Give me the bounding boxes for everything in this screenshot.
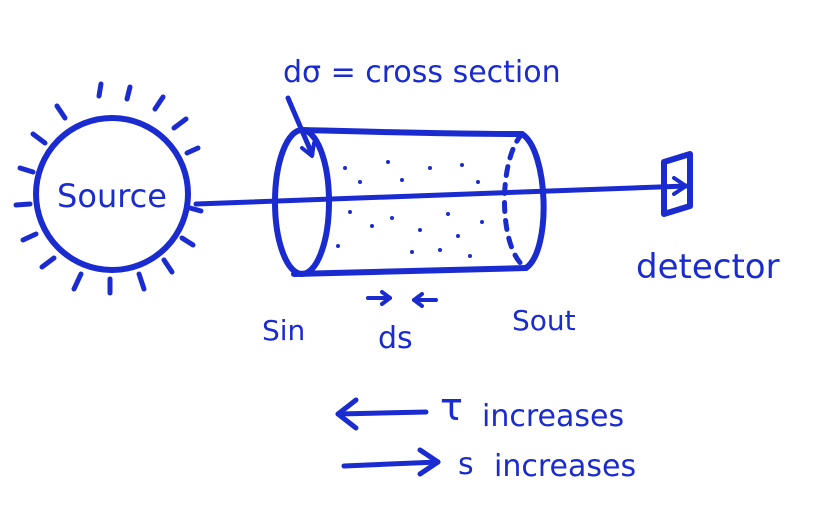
ds-right-arrowhead [412, 292, 424, 308]
cross-section-pointer [285, 95, 315, 157]
cylinder-back-face-solid [519, 131, 547, 271]
s-arrowhead [417, 447, 441, 477]
tau-increases-label: increases [482, 399, 624, 434]
cylinder-bottom-edge [291, 265, 529, 277]
particle [410, 250, 414, 254]
particle [438, 248, 442, 252]
source-ray [71, 271, 84, 292]
particle [418, 228, 422, 232]
cross-section-annotation: dσ = cross section [283, 55, 561, 158]
tau-symbol: τ [440, 385, 463, 429]
source-ray [20, 231, 39, 243]
cross-section-label: dσ = cross section [283, 55, 561, 90]
source-ray [152, 94, 166, 112]
source-circle [33, 115, 191, 273]
cross-section-pointer-head [300, 141, 316, 158]
source-ray [17, 165, 36, 175]
source-ray [30, 131, 48, 146]
s-increases-label: increases [494, 449, 636, 484]
source-ray [136, 271, 147, 292]
particle [456, 234, 460, 238]
source-ray [179, 235, 196, 248]
source-ray [161, 257, 175, 275]
cylinder-back-face-hidden [502, 131, 529, 271]
particle [446, 212, 450, 216]
detector-label: detector [636, 247, 780, 287]
source-label: Source [57, 177, 167, 215]
particle [460, 163, 464, 167]
cylinder-particles [336, 160, 484, 258]
particle [468, 254, 472, 258]
source-rays [13, 81, 204, 296]
s-arrow-line [341, 459, 441, 469]
beam-arrowhead [672, 176, 688, 196]
s-out-label: Sout [512, 304, 576, 337]
position-labels: Sin Sout ds [262, 290, 576, 356]
source-ray [171, 116, 189, 131]
detector: detector [636, 151, 780, 287]
tau-direction: τ increases [335, 385, 624, 434]
particle [358, 180, 362, 184]
source-ray [54, 103, 68, 121]
detector-box [661, 151, 693, 217]
ds-label: ds [378, 321, 413, 356]
source-ray [39, 255, 57, 270]
source-ray [13, 201, 33, 208]
source-ray [184, 145, 201, 156]
beam-line [193, 183, 689, 207]
particle [476, 180, 480, 184]
particle [428, 166, 432, 170]
s-direction: s increases [341, 447, 636, 484]
particle [390, 216, 394, 220]
tau-arrowhead [335, 397, 359, 431]
tau-arrow-line [335, 409, 429, 417]
particle [386, 160, 390, 164]
s-symbol: s [458, 447, 474, 482]
cylinder-top-edge [299, 127, 525, 137]
particle [370, 224, 374, 228]
source-ray [96, 81, 104, 99]
source-ray [124, 84, 133, 102]
beam [193, 176, 689, 207]
ds-left-arrowhead [380, 290, 392, 306]
particle [336, 244, 340, 248]
particle [400, 178, 404, 182]
direction-legend: τ increases s increases [335, 385, 636, 484]
ds-indicator: ds [366, 290, 438, 356]
particle [348, 210, 352, 214]
particle [480, 220, 484, 224]
particle [343, 166, 347, 170]
s-in-label: Sin [262, 314, 305, 347]
source-ray [187, 205, 204, 214]
source: Source [13, 81, 204, 296]
